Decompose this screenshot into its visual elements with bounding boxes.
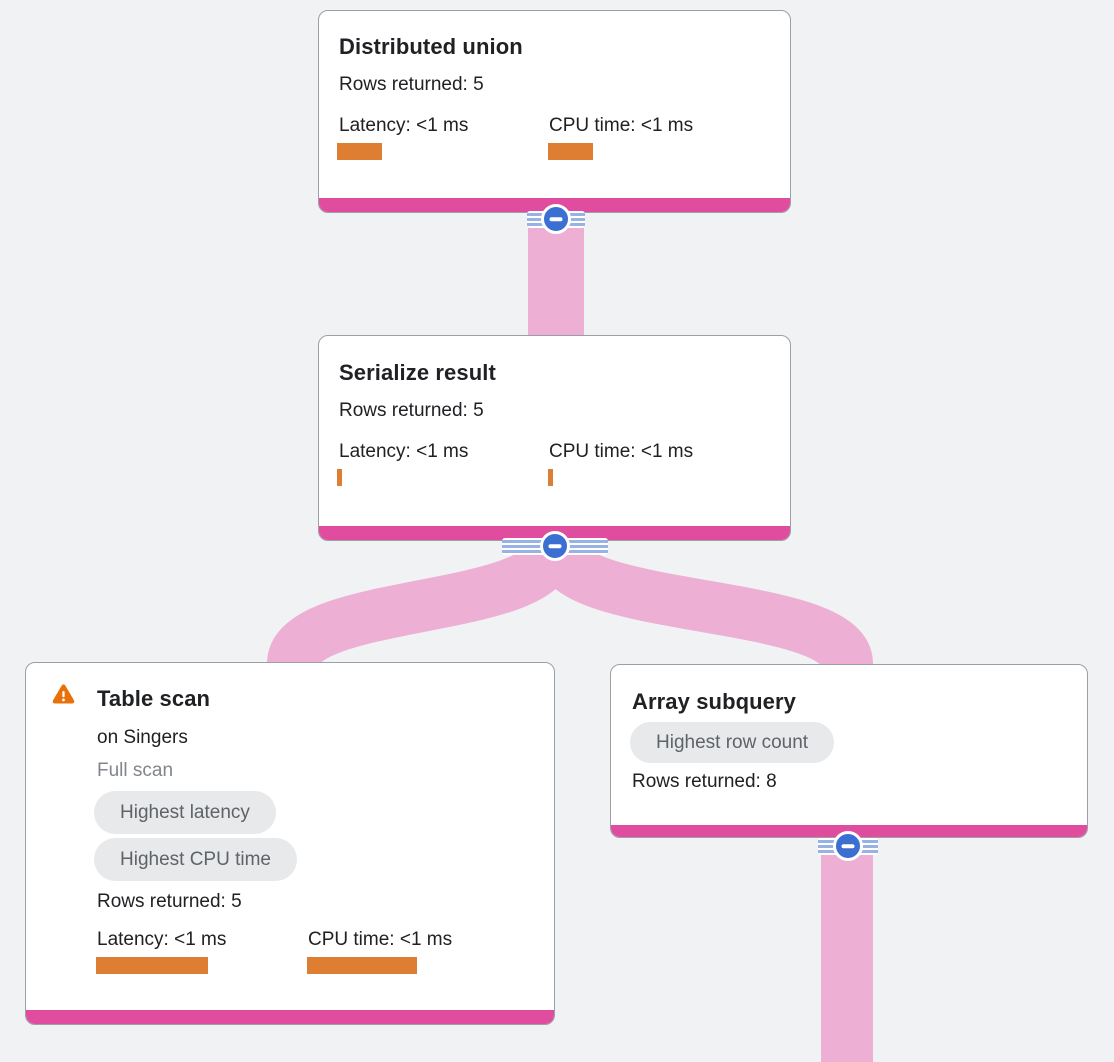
node-table-scan[interactable]: Table scan on Singers Full scan Highest … [25,662,555,1025]
cpu-time-label: CPU time: <1 ms [549,115,694,136]
minus-circle-icon [541,204,571,234]
cpu-time-bar [548,143,593,160]
latency-label: Latency: <1 ms [339,441,469,462]
warning-icon [52,684,75,704]
collapse-button-serialize-result[interactable] [502,531,608,562]
card-footer-strip [26,1010,554,1024]
latency-label: Latency: <1 ms [339,115,469,136]
badge-highest-latency: Highest latency [94,791,276,834]
collapse-button-array-subquery[interactable] [818,831,878,862]
scan-type-text: Full scan [97,760,174,781]
rows-returned-text: Rows returned: 5 [339,74,484,95]
cpu-time-bar [307,957,417,974]
node-serialize-result[interactable]: Serialize result Rows returned: 5 Latenc… [318,335,791,541]
rows-returned-text: Rows returned: 8 [632,771,777,792]
edge-array-subquery-down [821,834,873,1062]
latency-label: Latency: <1 ms [97,929,227,950]
node-array-subquery[interactable]: Array subquery Highest row count Rows re… [610,664,1088,838]
latency-bar [337,143,382,160]
node-title: Array subquery [632,689,797,714]
edge-serialize-to-table-scan [267,542,576,670]
rows-returned-text: Rows returned: 5 [97,891,242,912]
node-title: Distributed union [339,34,523,59]
cpu-time-label: CPU time: <1 ms [549,441,694,462]
minus-circle-icon [833,831,863,861]
node-title: Table scan [97,686,211,711]
latency-bar [337,469,342,486]
minus-circle-icon [540,531,570,561]
node-distributed-union[interactable]: Distributed union Rows returned: 5 Laten… [318,10,791,213]
edge-serialize-to-array-subquery [534,542,873,670]
badge-highest-row-count: Highest row count [630,722,835,763]
collapse-button-distributed-union[interactable] [527,204,585,235]
rows-returned-text: Rows returned: 5 [339,400,484,421]
node-title: Serialize result [339,360,496,385]
cpu-time-bar [548,469,553,486]
node-subtitle: on Singers [97,727,188,748]
latency-bar [96,957,208,974]
badge-highest-cpu-time: Highest CPU time [94,838,297,881]
cpu-time-label: CPU time: <1 ms [308,929,453,950]
